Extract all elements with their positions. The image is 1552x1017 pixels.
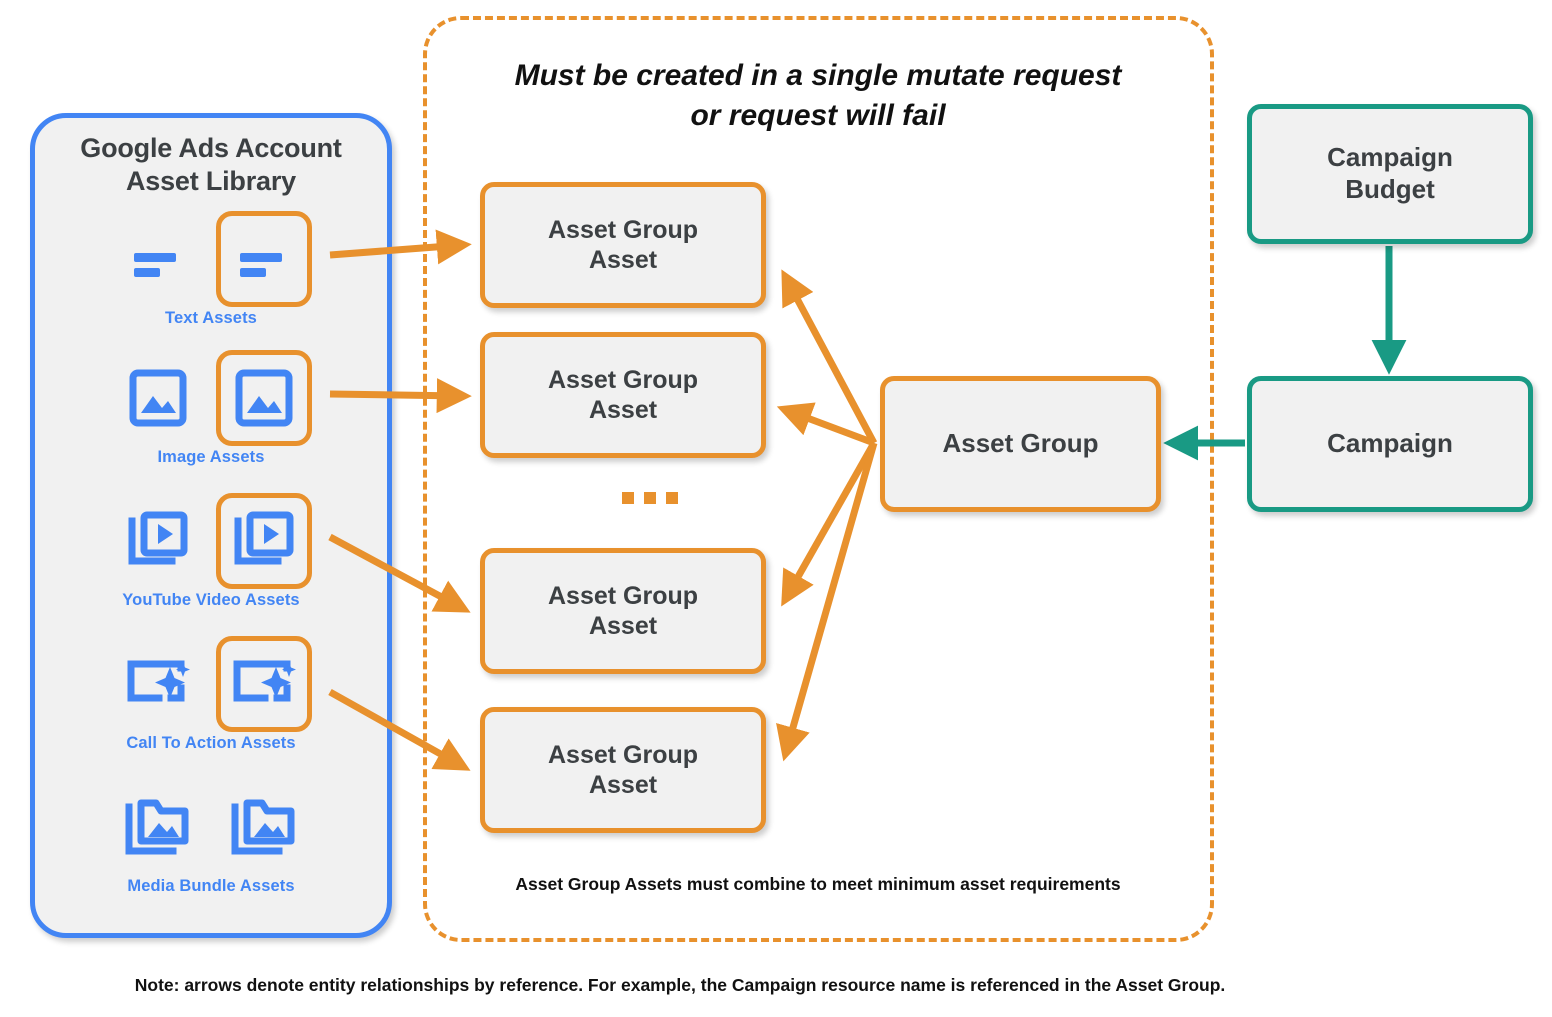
mutate-request-title-line1: Must be created in a single mutate reque… xyxy=(514,59,1122,92)
asset-caption-cta: Call To Action Assets xyxy=(126,734,296,752)
asset-group-asset-node-3[interactable]: Asset Group Asset xyxy=(480,548,766,674)
image-asset-icon-selected[interactable] xyxy=(216,350,312,446)
asset-group-asset-label-3: Asset Group Asset xyxy=(548,581,698,642)
asset-library-title-line2: Asset Library xyxy=(126,165,296,196)
asset-group-asset-label-2: Asset Group Asset xyxy=(548,365,698,426)
campaign-budget-line1: Campaign xyxy=(1327,142,1453,173)
asset-row-youtube[interactable]: YouTube Video Assets xyxy=(35,493,387,610)
asset-icons-youtube xyxy=(35,493,387,589)
campaign-budget-line2: Budget xyxy=(1345,174,1435,204)
aga-2-line2: Asset xyxy=(588,396,658,424)
asset-group-asset-node-4[interactable]: Asset Group Asset xyxy=(480,707,766,833)
mutate-request-footnote: Asset Group Assets must combine to meet … xyxy=(515,874,1121,894)
mutate-request-title-line2: or request will fail xyxy=(690,98,946,132)
asset-library-panel: Google Ads Account Asset Library xyxy=(30,113,392,938)
asset-caption-image: Image Assets xyxy=(157,448,265,466)
text-asset-icon xyxy=(110,211,206,307)
youtube-video-asset-icon-selected[interactable] xyxy=(216,493,312,589)
asset-library-title-line1: Google Ads Account xyxy=(80,133,342,163)
campaign-budget-label: Campaign Budget xyxy=(1327,142,1453,205)
aga-3-line2: Asset xyxy=(588,612,658,640)
aga-4-line1: Asset Group xyxy=(547,740,699,769)
aga-4-line2: Asset xyxy=(588,771,658,799)
asset-icons-image xyxy=(35,350,387,446)
asset-group-asset-node-2[interactable]: Asset Group Asset xyxy=(480,332,766,458)
asset-group-node[interactable]: Asset Group xyxy=(880,376,1161,512)
asset-row-image[interactable]: Image Assets xyxy=(35,350,387,467)
campaign-budget-node[interactable]: Campaign Budget xyxy=(1247,104,1533,244)
media-bundle-asset-icon-2 xyxy=(216,779,312,875)
asset-group-asset-label-4: Asset Group Asset xyxy=(548,740,698,801)
text-asset-icon-selected[interactable] xyxy=(216,211,312,307)
call-to-action-asset-icon-selected[interactable] xyxy=(216,636,312,732)
youtube-video-asset-icon xyxy=(110,493,206,589)
asset-row-media-bundle[interactable]: Media Bundle Assets xyxy=(35,779,387,896)
ellipsis-dot-2 xyxy=(644,492,656,504)
mutate-request-region xyxy=(423,16,1214,942)
ellipsis-dot-1 xyxy=(622,492,634,504)
asset-icons-media-bundle xyxy=(35,779,387,875)
media-bundle-asset-icon xyxy=(110,779,206,875)
call-to-action-asset-icon xyxy=(110,636,206,732)
asset-caption-youtube: YouTube Video Assets xyxy=(122,591,300,609)
image-asset-icon xyxy=(110,350,206,446)
aga-2-line1: Asset Group xyxy=(547,365,699,394)
mutate-request-title: Must be created in a single mutate reque… xyxy=(443,56,1193,136)
ellipsis-dot-3 xyxy=(666,492,678,504)
asset-group-asset-ellipsis xyxy=(622,492,678,504)
campaign-label: Campaign xyxy=(1327,428,1453,459)
campaign-node[interactable]: Campaign xyxy=(1247,376,1533,512)
asset-row-text[interactable]: Text Assets xyxy=(35,211,387,328)
asset-library-title: Google Ads Account Asset Library xyxy=(35,132,387,198)
asset-caption-media-bundle: Media Bundle Assets xyxy=(127,877,295,895)
aga-1-line2: Asset xyxy=(588,246,658,274)
asset-group-asset-node-1[interactable]: Asset Group Asset xyxy=(480,182,766,308)
diagram-note: Note: arrows denote entity relationships… xyxy=(134,975,1226,995)
aga-1-line1: Asset Group xyxy=(547,215,699,244)
asset-icons-text xyxy=(35,211,387,307)
asset-group-label: Asset Group xyxy=(942,428,1099,459)
aga-3-line1: Asset Group xyxy=(547,581,699,610)
asset-icons-cta xyxy=(35,636,387,732)
asset-group-asset-label-1: Asset Group Asset xyxy=(548,215,698,276)
asset-row-cta[interactable]: Call To Action Assets xyxy=(35,636,387,753)
asset-caption-text: Text Assets xyxy=(165,309,257,327)
